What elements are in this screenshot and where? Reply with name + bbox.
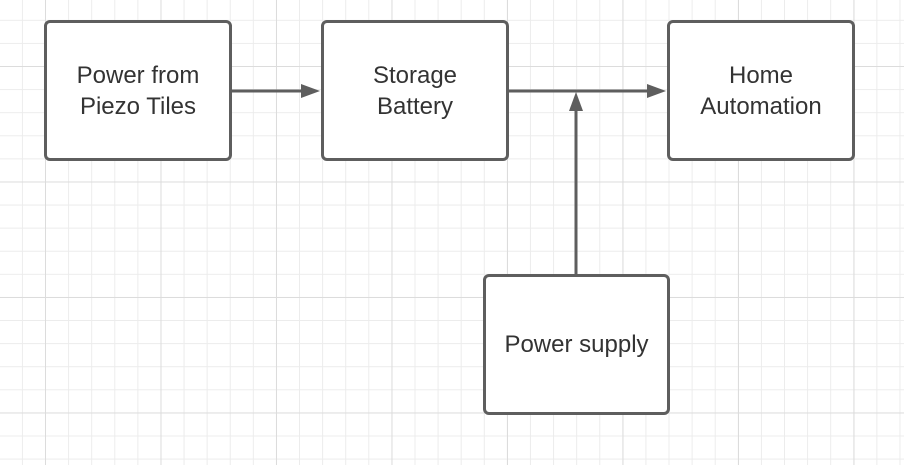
node-home-automation[interactable]: Home Automation xyxy=(667,20,855,161)
node-label: Storage Battery xyxy=(372,61,458,120)
node-label: Home Automation xyxy=(700,61,822,120)
arrowhead-junction xyxy=(569,92,583,111)
node-label: Power from Piezo Tiles xyxy=(76,61,200,120)
arrowhead-battery xyxy=(301,84,320,98)
arrowhead-home xyxy=(647,84,666,98)
node-power-supply[interactable]: Power supply xyxy=(483,274,670,415)
node-storage-battery[interactable]: Storage Battery xyxy=(321,20,509,161)
node-power-from-piezo-tiles[interactable]: Power from Piezo Tiles xyxy=(44,20,232,161)
node-label: Power supply xyxy=(504,331,649,358)
